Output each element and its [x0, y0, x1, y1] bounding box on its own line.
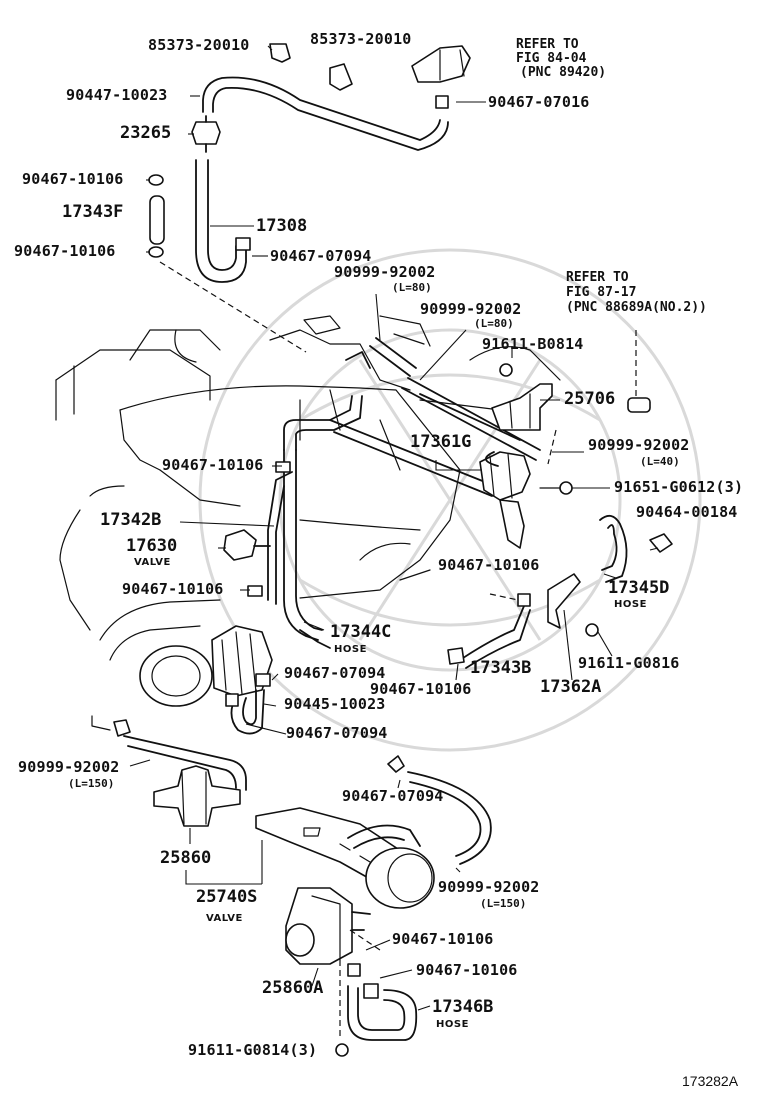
label-90467-07094-c: 90467-07094 [286, 724, 388, 742]
label-refer-to-2-line3: (PNC 88689A(NO.2)) [566, 300, 707, 315]
label-17345D: 17345D [608, 578, 670, 598]
label-length-150-a: (L=150) [68, 777, 115, 790]
label-90467-07094-a: 90467-07094 [270, 247, 372, 265]
label-90464-00184: 90464-00184 [636, 503, 738, 521]
label-90467-07094-d: 90467-07094 [342, 787, 444, 805]
filter-23265 [191, 121, 221, 145]
bracket-17362A [547, 573, 581, 629]
leader-lines [129, 45, 659, 1011]
label-valve-17630: VALVE [134, 557, 171, 568]
hose-17343F [149, 195, 165, 245]
valve-17630 [223, 529, 257, 561]
label-17343B: 17343B [470, 658, 532, 678]
upper-hose-assembly [148, 43, 471, 353]
label-length-80-b: (L=80) [474, 317, 514, 330]
label-85373-20010-b: 85373-20010 [310, 30, 412, 48]
valve-cluster [479, 451, 531, 501]
label-17343F: 17343F [62, 202, 124, 222]
label-90467-10106-h: 90467-10106 [416, 961, 518, 979]
label-90467-10106-b: 90467-10106 [14, 242, 116, 260]
lower-assembly [91, 673, 492, 1057]
label-90467-07094-b: 90467-07094 [284, 664, 386, 682]
label-90467-10106-g: 90467-10106 [392, 930, 494, 948]
label-length-150-b: (L=150) [480, 897, 527, 910]
label-hose-17346B: HOSE [436, 1019, 469, 1030]
vsv-top [411, 45, 471, 83]
label-90467-10106-a: 90467-10106 [22, 170, 124, 188]
label-25706: 25706 [564, 389, 616, 409]
label-refer-to-1-line1: REFER TO [516, 37, 579, 52]
label-17362A: 17362A [540, 677, 602, 697]
label-90999-92002-b: 90999-92002 [420, 300, 522, 318]
label-90467-07016: 90467-07016 [488, 93, 590, 111]
label-91611-B0814: 91611-B0814 [482, 335, 584, 353]
label-90999-92002-d: 90999-92002 [18, 758, 120, 776]
label-refer-to-2-line1: REFER TO [566, 270, 629, 285]
label-17344C: 17344C [330, 622, 392, 642]
label-length-40: (L=40) [640, 455, 680, 468]
label-hose-17345D: HOSE [614, 599, 647, 610]
label-17342B: 17342B [100, 510, 162, 530]
label-refer-to-2-line2: FIG 87-17 [566, 285, 637, 300]
label-90447-10023: 90447-10023 [66, 86, 168, 104]
label-length-80-a: (L=80) [392, 281, 432, 294]
label-hose-17344C: HOSE [334, 644, 367, 655]
pipe-assembly [223, 330, 673, 669]
label-23265: 23265 [120, 123, 172, 143]
bracket-25706 [491, 383, 553, 431]
label-90999-92002-c: 90999-92002 [588, 436, 690, 454]
label-91651-G0612-3: 91651-G0612(3) [614, 478, 744, 496]
label-90467-10106-d: 90467-10106 [438, 556, 540, 574]
label-valve-25740S: VALVE [206, 913, 243, 924]
label-refer-to-1-line2: FIG 84-04 [516, 51, 587, 66]
label-91611-G0816: 91611-G0816 [578, 654, 680, 672]
vsv-25860 [153, 765, 241, 827]
vacuum-canister [365, 847, 435, 909]
label-90467-10106-f: 90467-10106 [370, 680, 472, 698]
label-90999-92002-a: 90999-92002 [334, 263, 436, 281]
label-90999-92002-e: 90999-92002 [438, 878, 540, 896]
clamp-85373-a [269, 43, 291, 63]
watermark [198, 248, 702, 752]
label-25860A: 25860A [262, 978, 324, 998]
label-25860: 25860 [160, 848, 212, 868]
figure-id: 173282A [682, 1073, 739, 1089]
label-17308: 17308 [256, 216, 308, 236]
label-91611-G0814-3: 91611-G0814(3) [188, 1041, 318, 1059]
label-17630: 17630 [126, 536, 178, 556]
label-90445-10023: 90445-10023 [284, 695, 386, 713]
label-25740S: 25740S [196, 887, 258, 907]
label-85373-20010-a: 85373-20010 [148, 36, 250, 54]
label-90467-10106-c: 90467-10106 [162, 456, 264, 474]
clamp-85373-b [329, 63, 353, 91]
label-90467-10106-e: 90467-10106 [122, 580, 224, 598]
label-refer-to-1-line3: (PNC 89420) [520, 65, 607, 80]
label-17346B: 17346B [432, 997, 494, 1017]
label-17361G: 17361G [410, 432, 472, 452]
